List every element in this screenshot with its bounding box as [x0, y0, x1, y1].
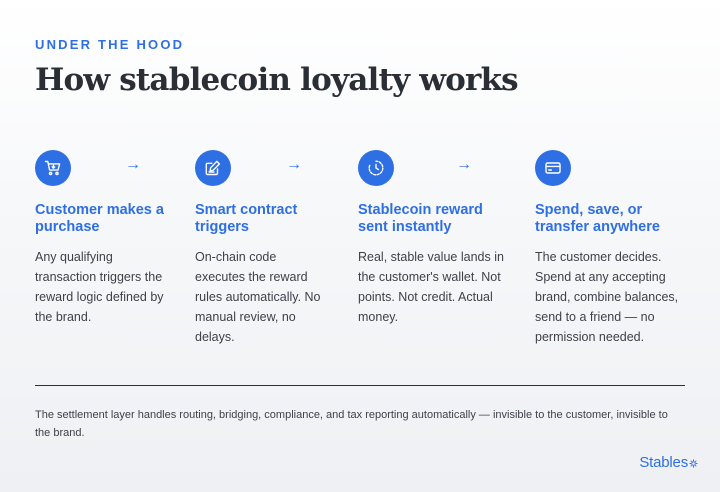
step-4-title: Spend, save, or transfer anywhere [535, 202, 660, 235]
step-arrow-3: → [456, 156, 472, 173]
step-arrow-2: → [286, 156, 302, 173]
logo-text: Stables [639, 454, 688, 471]
step-1: Customer makes a purchase Any qualifying… [35, 150, 175, 327]
step-3-description: Real, stable value lands in the customer… [358, 250, 504, 324]
footnote: The settlement layer handles routing, br… [35, 409, 668, 439]
step-1-title: Customer makes a purchase [35, 202, 164, 235]
step-3-title: Stablecoin reward sent instantly [358, 202, 483, 235]
step-arrow-1: → [125, 156, 141, 173]
step-1-description: Any qualifying transaction triggers the … [35, 250, 164, 324]
contract-edit-icon [195, 150, 231, 186]
stables-logo: Stables [639, 454, 698, 473]
shopping-cart-icon [35, 150, 71, 186]
step-3: Stablecoin reward sent instantly Real, s… [358, 150, 508, 327]
step-2-title: Smart contract triggers [195, 202, 298, 235]
credit-card-icon [535, 150, 571, 186]
clock-icon [358, 150, 394, 186]
gear-icon [689, 455, 698, 473]
step-2-description: On-chain code executes the reward rules … [195, 250, 321, 344]
step-2: Smart contract triggers On-chain code ex… [195, 150, 327, 347]
divider [35, 385, 685, 386]
step-4-description: The customer decides. Spend at any accep… [535, 250, 679, 344]
eyebrow-label: UNDER THE HOOD [35, 37, 185, 52]
step-4: Spend, save, or transfer anywhere The cu… [535, 150, 690, 347]
page-title: How stablecoin loyalty works [35, 62, 519, 98]
